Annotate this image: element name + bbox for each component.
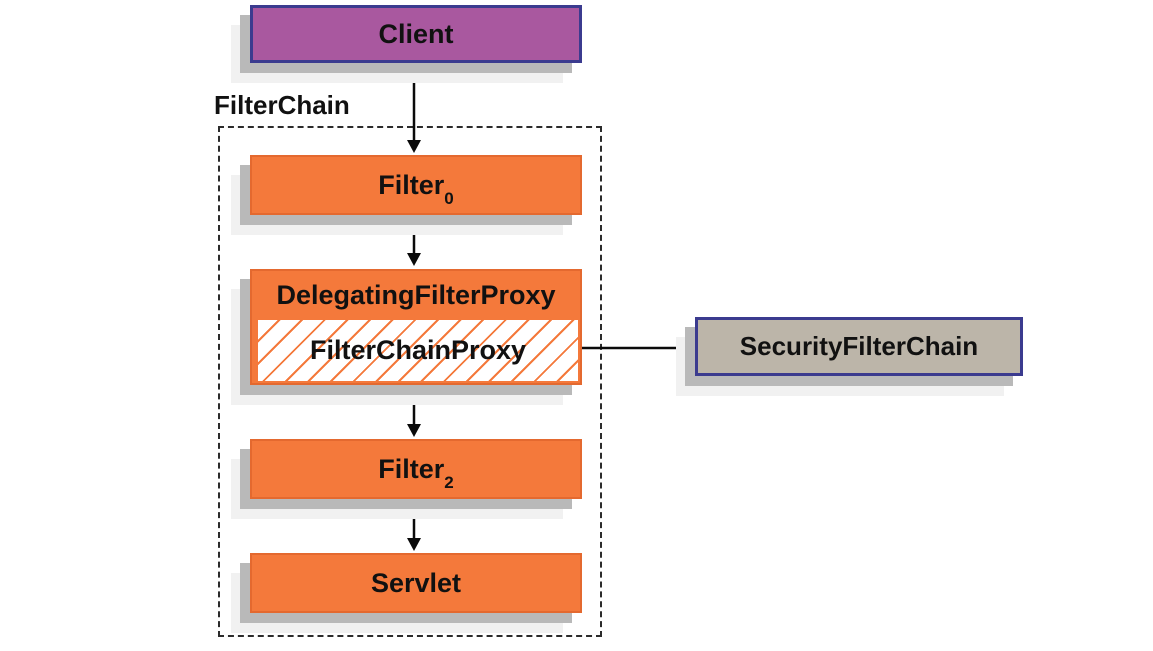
node-filter-chain-proxy: FilterChainProxy [258,320,578,381]
servlet-label: Servlet [370,567,462,598]
delegating-filter-proxy-label: DelegatingFilterProxy [276,280,556,310]
node-delegating-filter-proxy: DelegatingFilterProxy FilterChainProxy [250,269,582,385]
filter2-label: Filter2 [378,453,453,491]
filterchain-label: FilterChain [214,90,350,120]
filter0-subscript: 0 [444,188,454,208]
filter2-subscript: 2 [444,472,454,492]
node-security-filter-chain: SecurityFilterChain [695,317,1023,376]
node-filter2: Filter2 [250,439,582,499]
filterchain-boundary-box [218,126,602,637]
filter-chain-proxy-label: FilterChainProxy [309,335,527,365]
security-filter-chain-label: SecurityFilterChain [739,331,979,361]
filter0-label: Filter0 [378,169,453,207]
node-filter0: Filter0 [250,155,582,215]
node-client: Client [250,5,582,63]
filter0-label-text: Filter [378,169,445,200]
client-label: Client [378,18,454,49]
node-servlet: Servlet [250,553,582,613]
filter2-label-text: Filter [378,453,445,484]
